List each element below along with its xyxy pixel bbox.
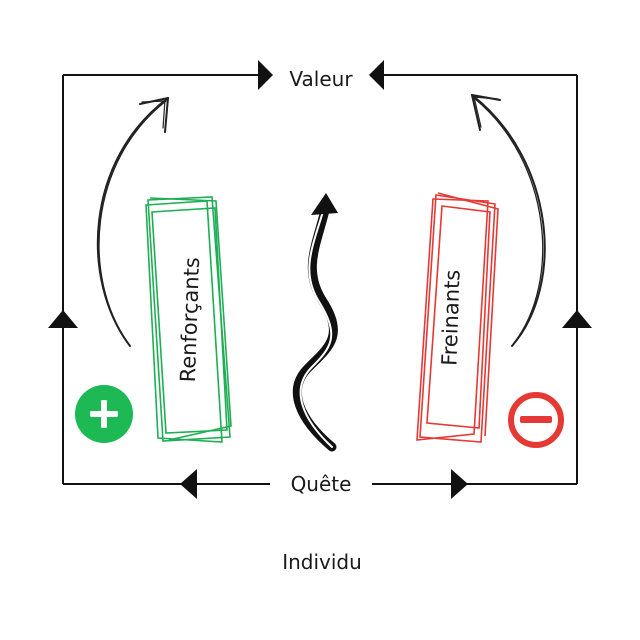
quest-label: Quête [291,472,352,496]
right-curved-arrow [471,94,546,347]
reinforcing-label: Renforçants [176,257,204,383]
right-up-arrowhead [562,310,592,328]
individual-label: Individu [282,550,362,574]
braking-box [416,192,499,443]
minus-circle-icon [508,392,564,448]
bottom-left-arrowhead [180,469,197,499]
top-left-arrowhead [258,60,273,90]
braking-label: Freinants [437,269,464,366]
frame [62,74,578,485]
frame-arrowheads [48,60,592,499]
left-curved-arrow [96,97,169,347]
wavy-arrowhead [311,193,338,215]
bottom-right-arrowhead [451,469,468,499]
reinforcing-box [145,196,232,443]
center-wavy-arrow [292,193,338,452]
top-right-arrowhead [369,60,384,90]
left-up-arrowhead [48,310,78,328]
plus-circle-icon [75,385,133,443]
value-label: Valeur [289,67,353,91]
